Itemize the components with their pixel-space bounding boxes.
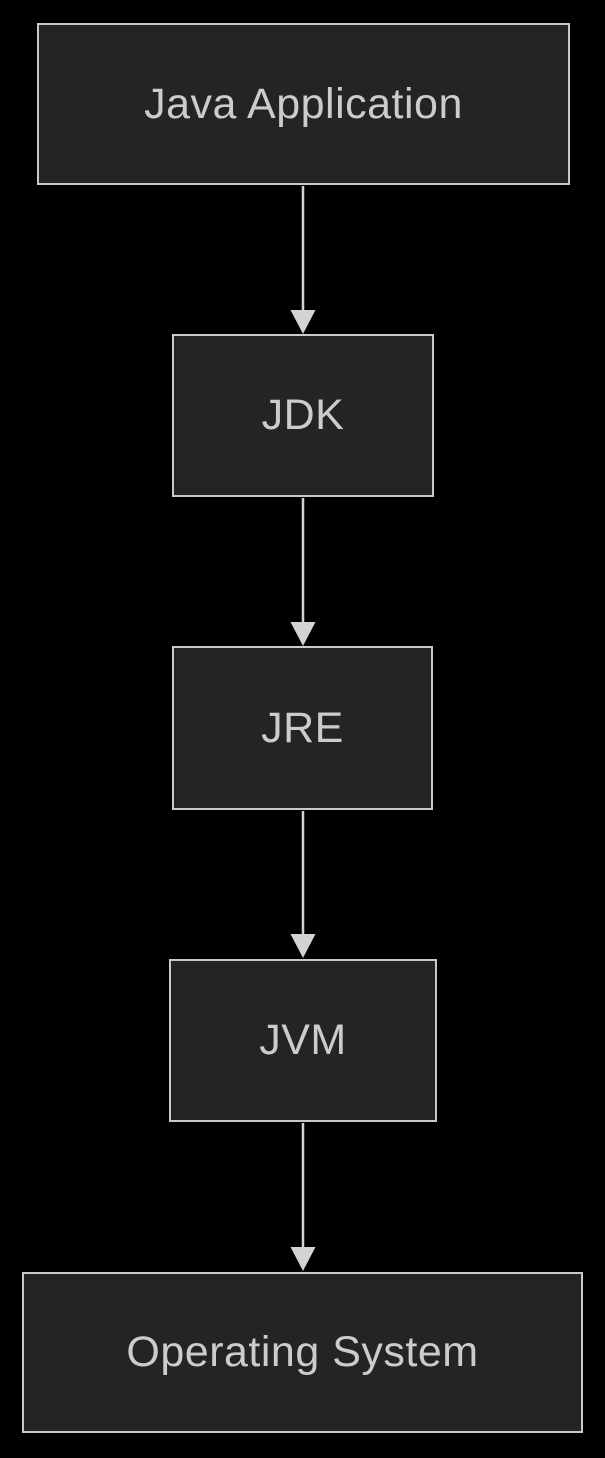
node-operating-system: Operating System (22, 1272, 583, 1433)
edge-java-application-to-jdk (290, 186, 316, 334)
arrowhead-down-icon (290, 310, 316, 334)
node-label: Operating System (126, 1328, 479, 1376)
node-jdk: JDK (172, 334, 434, 497)
edge-jre-to-jvm (290, 811, 316, 958)
arrowhead-down-icon (290, 934, 316, 958)
node-label: JVM (259, 1016, 347, 1064)
node-jvm: JVM (169, 959, 437, 1122)
arrowhead-down-icon (290, 1247, 316, 1271)
node-label: Java Application (144, 79, 463, 128)
arrowhead-down-icon (290, 622, 316, 646)
node-jre: JRE (172, 646, 433, 810)
edge-jvm-to-operating-system (290, 1123, 316, 1271)
edge-jdk-to-jre (290, 498, 316, 646)
node-java-application: Java Application (37, 23, 570, 185)
node-label: JDK (261, 391, 345, 439)
node-label: JRE (261, 703, 344, 752)
